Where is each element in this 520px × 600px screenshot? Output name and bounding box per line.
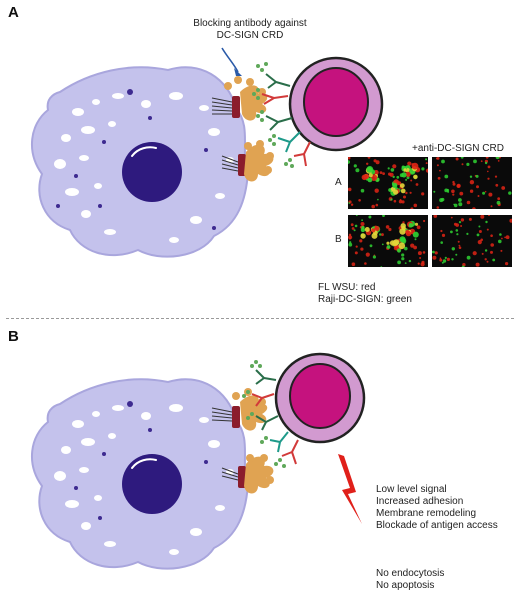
dc-granules — [56, 89, 216, 230]
dc-nucleus-b — [122, 454, 182, 514]
annotation-arrowhead — [234, 68, 242, 76]
b-cell — [288, 56, 384, 152]
panel-b-illustration — [30, 352, 366, 570]
panel-divider — [6, 318, 514, 319]
panel-a-illustration — [30, 47, 384, 258]
dc-nucleus-highlight — [131, 146, 157, 157]
dendritic-cell — [30, 66, 250, 258]
micrograph-a-blocked — [432, 157, 512, 209]
outcome-increased-adhesion: Increased adhesion — [376, 496, 464, 507]
surface-glycans — [252, 62, 294, 168]
panel-a-letter: A — [8, 4, 19, 21]
annotation-line-2: DC-SIGN CRD — [216, 30, 284, 41]
signal-lightning-icon — [338, 454, 362, 524]
legend-line-1: FL WSU: red — [318, 282, 376, 293]
outcomes-list: Low level signal Increased adhesion Memb… — [376, 484, 498, 532]
micrograph-header: +anti-DC-SIGN CRD — [412, 143, 504, 154]
legend-line-2: Raji-DC-SIGN: green — [318, 294, 412, 305]
outcome-blockade-antigen-access: Blockade of antigen access — [376, 520, 498, 531]
outcome-low-level-signal: Low level signal — [376, 484, 447, 495]
dc-sign-receptor-lower-b — [221, 454, 274, 494]
negative-no-endocytosis: No endocytosis — [376, 568, 445, 579]
dendritic-cell-b — [30, 378, 250, 570]
b-cell-b — [274, 352, 366, 444]
negatives-list: No endocytosis No apoptosis — [376, 568, 444, 592]
blocking-antibody-annotation: Blocking antibody against DC-SIGN CRD — [180, 18, 320, 42]
legend: FL WSU: red Raji-DC-SIGN: green — [318, 282, 412, 306]
panel-a: A Blocking antibody against DC-SIGN CRD — [8, 4, 512, 306]
surface-glycans-b — [242, 360, 286, 468]
micrograph-b-control — [348, 215, 428, 267]
panel-b: B — [0, 318, 520, 600]
annotation-arrow — [221, 47, 239, 73]
micrograph-b-blocked — [432, 215, 512, 267]
dc-sign-receptor-lower — [221, 140, 274, 182]
outcome-membrane-remodeling: Membrane remodeling — [376, 508, 477, 519]
panel-b-letter: B — [8, 328, 19, 345]
micrograph-a-control — [348, 157, 428, 209]
surface-antibodies-b — [251, 369, 299, 465]
surface-antibodies — [261, 73, 311, 167]
dc-nucleus — [122, 142, 182, 202]
micro-row-label-a: A — [335, 177, 342, 188]
micro-row-label-b: B — [335, 234, 342, 245]
annotation-line-1: Blocking antibody against — [193, 18, 307, 29]
negative-no-apoptosis: No apoptosis — [376, 580, 435, 591]
